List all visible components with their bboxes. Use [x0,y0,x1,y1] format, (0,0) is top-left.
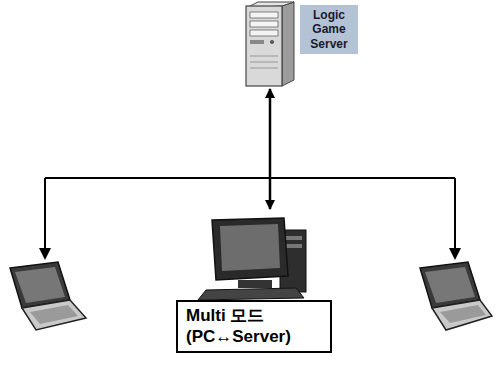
arrow-head [449,248,461,260]
bus-drop [44,178,46,250]
server-node: Logic Game Server [238,0,360,88]
link-arrow [269,89,272,209]
bus-line [45,177,455,179]
laptop-icon [10,262,86,330]
bus-drop [454,178,456,250]
mode-label-box: Multi 모드 (PC↔Server) [176,300,332,353]
desktop-pc-icon [176,210,332,300]
server-label: Logic Game Server [300,5,358,54]
server-name: Logic Game Server [310,8,347,51]
laptop-icon [420,262,492,330]
client-node: Multi 모드 (PC↔Server) [176,210,332,353]
arrow-head [39,248,51,260]
mode-label: Multi 모드 (PC↔Server) [186,306,291,346]
server-tower-icon [238,0,300,88]
